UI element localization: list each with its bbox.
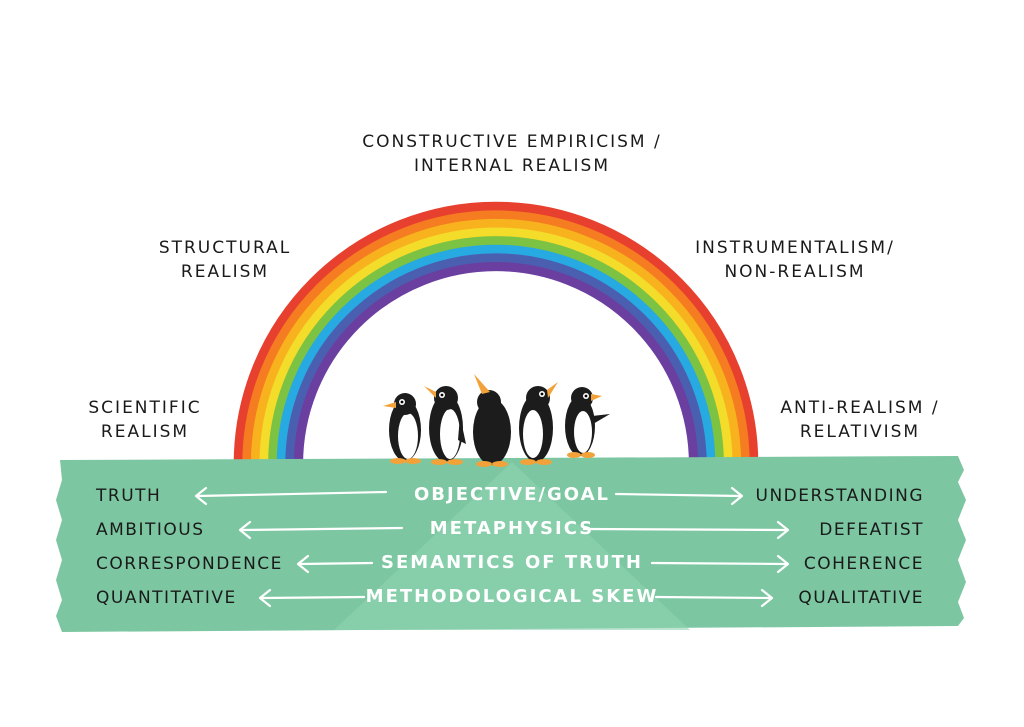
spectrum-right-2: DEFEATIST <box>819 520 924 540</box>
rainbow-band-5 <box>268 236 724 465</box>
spectrum-left-3: CORRESPONDENCE <box>96 554 283 574</box>
spectrum-center-2: METAPHYSICS <box>429 518 595 539</box>
rainbow-band-4 <box>259 227 733 465</box>
spectrum-right-4: QUALITATIVE <box>798 588 924 608</box>
spectrum-right-1: UNDERSTANDING <box>755 486 924 506</box>
arrow-row-3 <box>296 554 790 574</box>
arrow-row-2 <box>238 520 790 540</box>
label-upper-left-line-2: REALISM <box>180 262 270 282</box>
arrow-row-1 <box>194 486 744 506</box>
label-lower-left: SCIENTIFIC REALISM <box>70 396 220 444</box>
spectrum-left-1: TRUTH <box>96 486 162 506</box>
penguin-icon <box>424 386 466 465</box>
spectrum-center-3: SEMANTICS OF TRUTH <box>381 552 643 573</box>
label-upper-right: INSTRUMENTALISM/ NON-REALISM <box>680 236 910 284</box>
label-lower-right-line-2: RELATIVISM <box>799 422 921 442</box>
rainbow-band-1 <box>233 201 759 465</box>
penguin-group <box>383 374 610 467</box>
label-upper-left: STRUCTURAL REALISM <box>140 236 310 284</box>
label-upper-right-line-1: INSTRUMENTALISM/ <box>695 238 895 258</box>
label-lower-right-line-1: ANTI-REALISM / <box>780 398 940 418</box>
penguin-icon <box>565 387 610 458</box>
label-lower-left-line-2: REALISM <box>100 422 190 442</box>
label-lower-left-line-1: SCIENTIFIC <box>88 398 202 418</box>
penguin-icon <box>473 374 511 467</box>
rainbow <box>233 201 759 465</box>
rainbow-band-6 <box>276 244 716 465</box>
label-top: CONSTRUCTIVE EMPIRICISM / INTERNAL REALI… <box>312 130 712 178</box>
ground-highlight <box>334 462 690 630</box>
spectrum-left-4: QUANTITATIVE <box>96 588 237 608</box>
penguin-icon <box>383 393 421 464</box>
rainbow-band-8 <box>293 261 699 465</box>
rainbow-band-7 <box>285 253 707 465</box>
arrow-row-4 <box>258 588 774 608</box>
label-upper-left-line-1: STRUCTURAL <box>158 238 292 258</box>
label-lower-right: ANTI-REALISM / RELATIVISM <box>760 396 960 444</box>
label-upper-right-line-2: NON-REALISM <box>724 262 866 282</box>
label-top-line-1: CONSTRUCTIVE EMPIRICISM / <box>362 132 662 152</box>
spectrum-center-4: METHODOLOGICAL SKEW <box>365 586 659 607</box>
rainbow-band-2 <box>242 210 750 465</box>
rainbow-band-3 <box>250 218 742 465</box>
spectrum-center-1: OBJECTIVE/GOAL <box>414 484 610 505</box>
label-top-line-2: INTERNAL REALISM <box>413 156 610 176</box>
spectrum-right-3: COHERENCE <box>803 554 924 574</box>
penguin-icon <box>519 382 558 465</box>
arrows <box>194 486 790 608</box>
spectrum-left-2: AMBITIOUS <box>96 520 205 540</box>
